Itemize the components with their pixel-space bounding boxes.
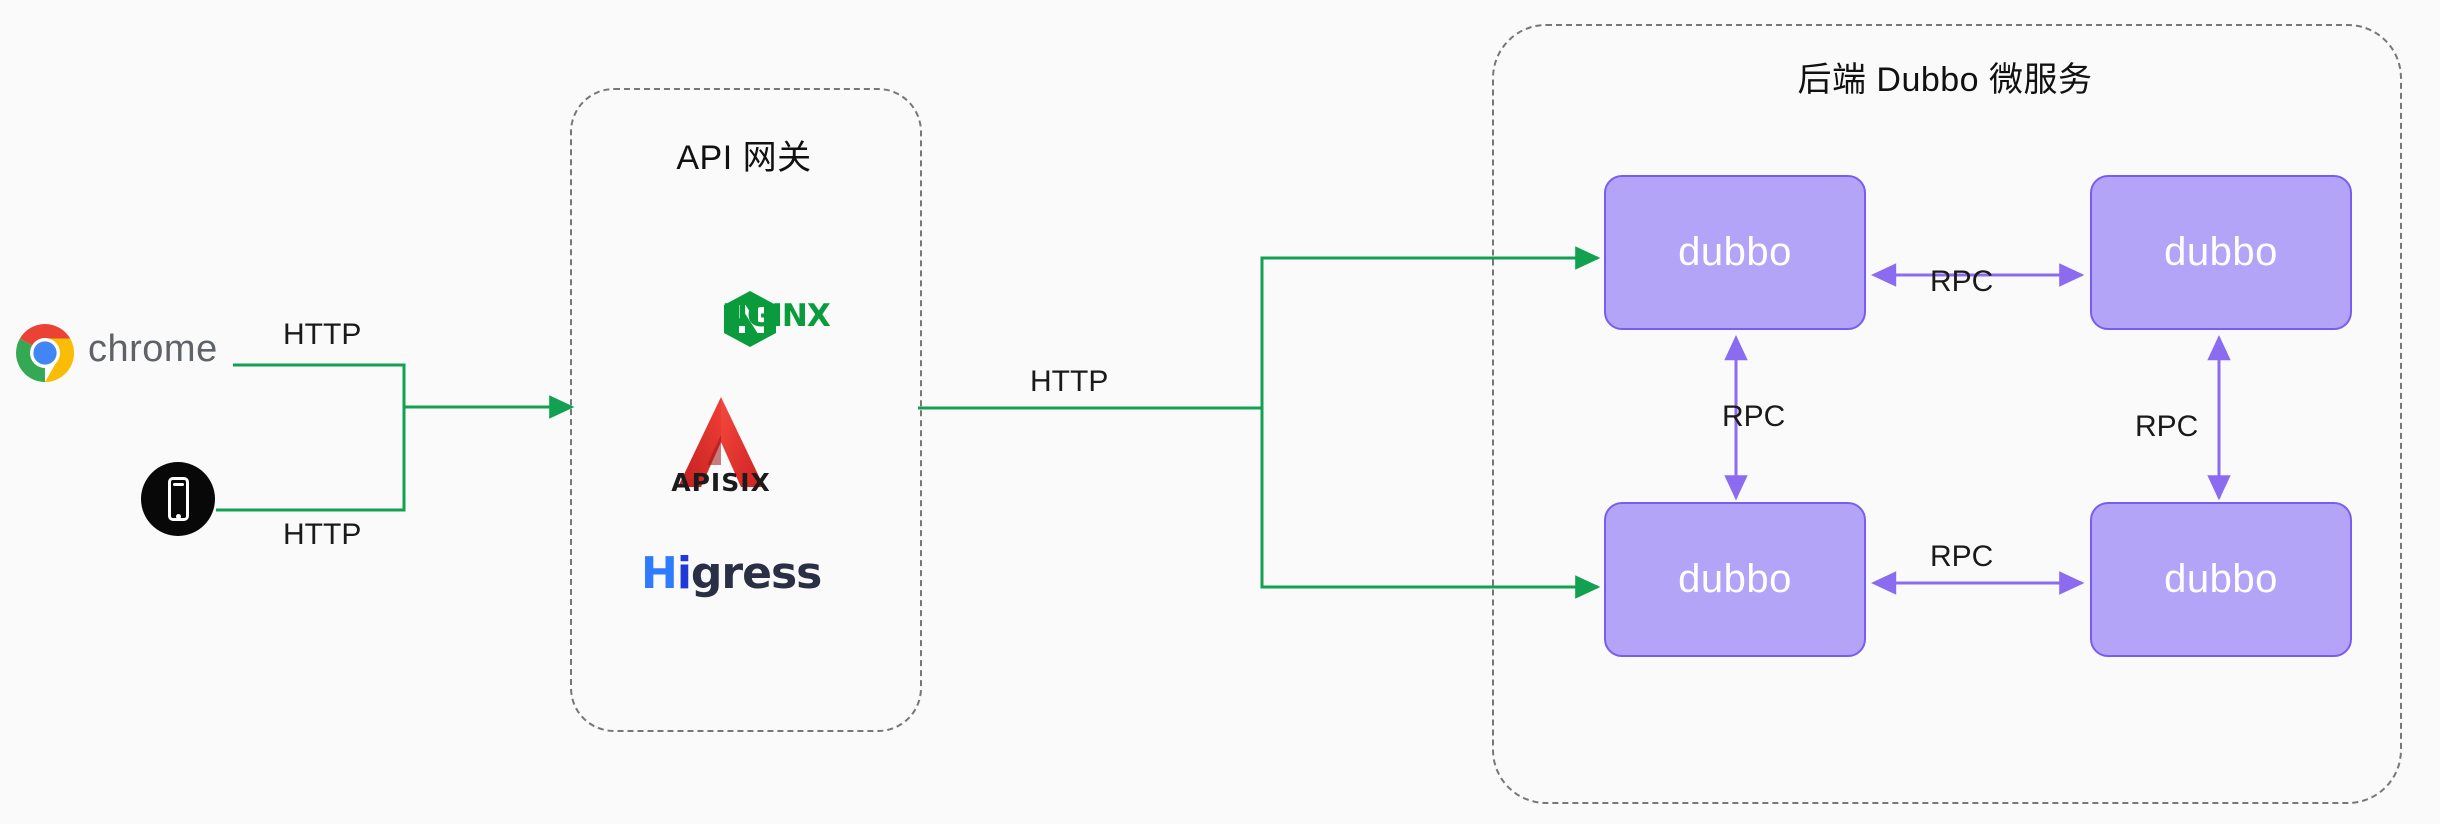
api-gateway-group: [570, 88, 922, 732]
dubbo-node-label: dubbo: [2164, 557, 2278, 601]
dubbo-node-top-right[interactable]: dubbo: [2090, 175, 2352, 330]
backend-dubbo-title: 后端 Dubbo 微服务: [1797, 61, 2093, 99]
client-chrome: chrome: [14, 320, 234, 390]
phone-home-button-shape: [176, 514, 181, 519]
nginx-logo-icon: [724, 291, 776, 347]
edge-label-rpc-right: RPC: [2135, 410, 2199, 443]
edge-label-http-chrome: HTTP: [283, 318, 362, 351]
dubbo-node-bottom-right[interactable]: dubbo: [2090, 502, 2352, 657]
edge-label-http-mobile: HTTP: [283, 518, 362, 551]
apisix-wordmark: APISIX: [671, 468, 771, 497]
phone-screen-shape: [172, 488, 185, 511]
chrome-logo-icon: [15, 323, 75, 383]
phone-speaker-shape: [173, 483, 184, 486]
dubbo-node-bottom-left[interactable]: dubbo: [1604, 502, 1866, 657]
chrome-label: chrome: [88, 328, 218, 370]
dubbo-node-label: dubbo: [1678, 557, 1792, 601]
edge-label-rpc-top: RPC: [1930, 265, 1994, 298]
dubbo-node-top-left[interactable]: dubbo: [1604, 175, 1866, 330]
dubbo-node-label: dubbo: [1678, 230, 1792, 274]
higress-wordmark: Higress: [641, 548, 822, 599]
edge-label-rpc-bottom: RPC: [1930, 540, 1994, 573]
backend-dubbo-group: [1492, 24, 2402, 804]
edge-label-rpc-left: RPC: [1722, 400, 1786, 433]
higress-wordmark-rest: gress: [690, 548, 822, 599]
http-edge-mobile-to-gateway: [216, 407, 406, 512]
nginx-wordmark: NGINX: [722, 298, 831, 334]
http-edge-chrome-to-gateway: [233, 363, 406, 407]
dubbo-node-label: dubbo: [2164, 230, 2278, 274]
higress-wordmark-i: i: [676, 548, 692, 599]
client-mobile: [141, 462, 215, 536]
apisix-logo-icon: [678, 397, 764, 487]
api-gateway-title: API 网关: [676, 139, 812, 177]
edge-label-http-gateway-backend: HTTP: [1030, 365, 1109, 398]
higress-wordmark-h: H: [641, 548, 678, 599]
